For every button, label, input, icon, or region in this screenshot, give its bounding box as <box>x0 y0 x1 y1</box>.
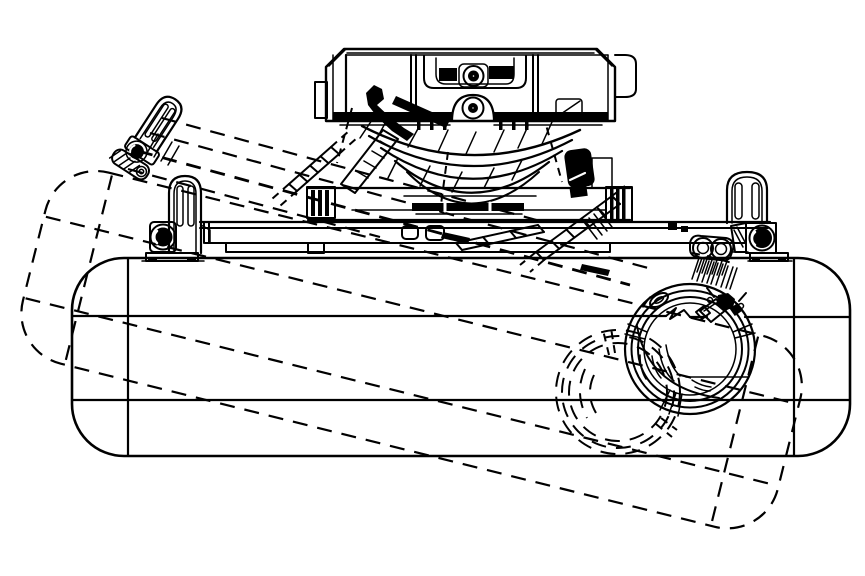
phantom-rail-ladder-left <box>271 129 359 207</box>
phantom-rail-ladder-center <box>401 224 545 251</box>
cover-right-lug <box>614 54 637 98</box>
adapter-rail <box>306 186 633 223</box>
phantom-lens <box>555 327 681 455</box>
lens-barrel <box>623 282 757 417</box>
phantom-projector-outline <box>20 169 803 530</box>
phantom-rail-ladder-right <box>519 185 626 276</box>
cradle-strut <box>340 129 399 194</box>
cover-center-boss <box>450 93 496 123</box>
cover-window <box>423 55 527 89</box>
left-foot-bracket <box>141 174 211 262</box>
mount-cover-plate <box>314 47 637 130</box>
roller-hatching <box>108 149 141 174</box>
cradle-hatching <box>359 117 553 193</box>
clamp-hatching <box>691 257 738 290</box>
release-lever <box>366 85 414 141</box>
cover-label-plate <box>555 98 583 119</box>
lens-ring-ticks <box>624 323 756 417</box>
mounting-bar <box>198 220 772 254</box>
tension-knob <box>564 148 595 199</box>
tilted-foot-bracket <box>108 95 183 181</box>
tilted-foot-screw-marks <box>146 133 180 166</box>
cradle-screw-axes <box>336 107 563 213</box>
focus-tab <box>649 291 669 309</box>
lens-glass-arcs <box>636 325 749 399</box>
foot-hatching <box>696 257 728 276</box>
projector-body <box>70 256 852 458</box>
right-foot-bracket <box>725 170 793 262</box>
phantom-lens-ticks <box>602 327 678 438</box>
break-line-zigzag <box>665 307 691 320</box>
cover-left-tab <box>314 81 328 119</box>
lens-clamp-hardware <box>691 257 747 323</box>
ball-joint-cradle <box>336 85 613 215</box>
